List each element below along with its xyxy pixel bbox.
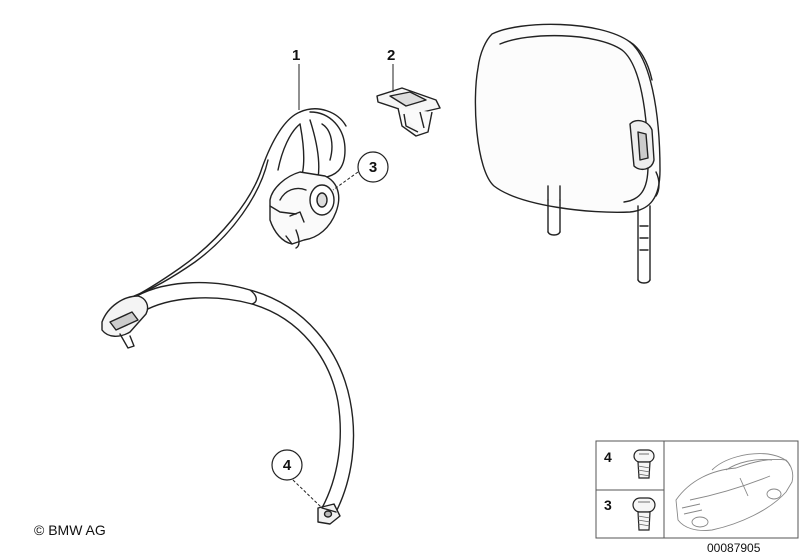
svg-text:2: 2 — [387, 47, 395, 64]
legend-number-top: 4 — [604, 449, 612, 465]
legend-box: 4 3 — [595, 440, 799, 539]
callout-2: 2 — [387, 47, 395, 92]
svg-text:3: 3 — [369, 159, 377, 176]
diagram-id-label: 00087905 — [707, 541, 761, 555]
seat-belt-part[interactable] — [101, 108, 355, 525]
svg-text:4: 4 — [283, 457, 292, 474]
callout-1: 1 — [292, 47, 300, 110]
legend-number-bottom: 3 — [604, 497, 612, 513]
copyright-label: © BMW AG — [34, 522, 106, 538]
mounting-bracket-part[interactable] — [376, 87, 441, 137]
headrest-part[interactable] — [474, 23, 661, 284]
callout-4: 4 — [271, 449, 323, 509]
callout-3: 3 — [332, 151, 389, 191]
screw-icon-bottom — [632, 497, 656, 531]
screw-icon-top — [633, 449, 655, 479]
svg-text:1: 1 — [292, 47, 300, 64]
car-silhouette-icon — [675, 453, 794, 531]
